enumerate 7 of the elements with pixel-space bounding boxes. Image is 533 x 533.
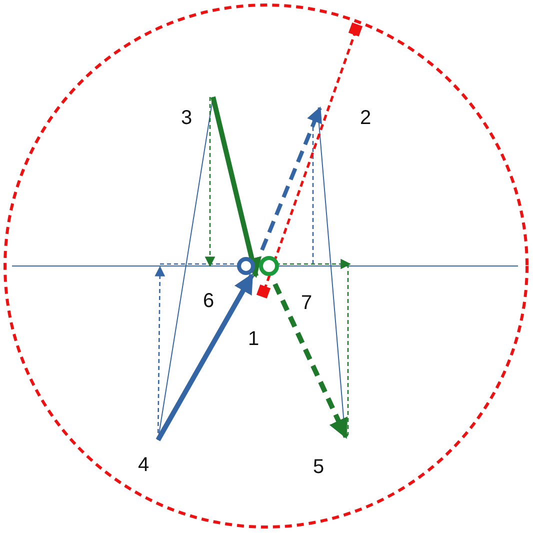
point-number: 2: [360, 108, 372, 128]
point-number: 6: [203, 291, 214, 311]
point-number: 4: [138, 455, 150, 475]
point-number: 7: [301, 293, 312, 313]
point-number: 1: [248, 329, 260, 349]
point-number: 5: [313, 457, 324, 477]
point-number: 3: [181, 108, 192, 128]
